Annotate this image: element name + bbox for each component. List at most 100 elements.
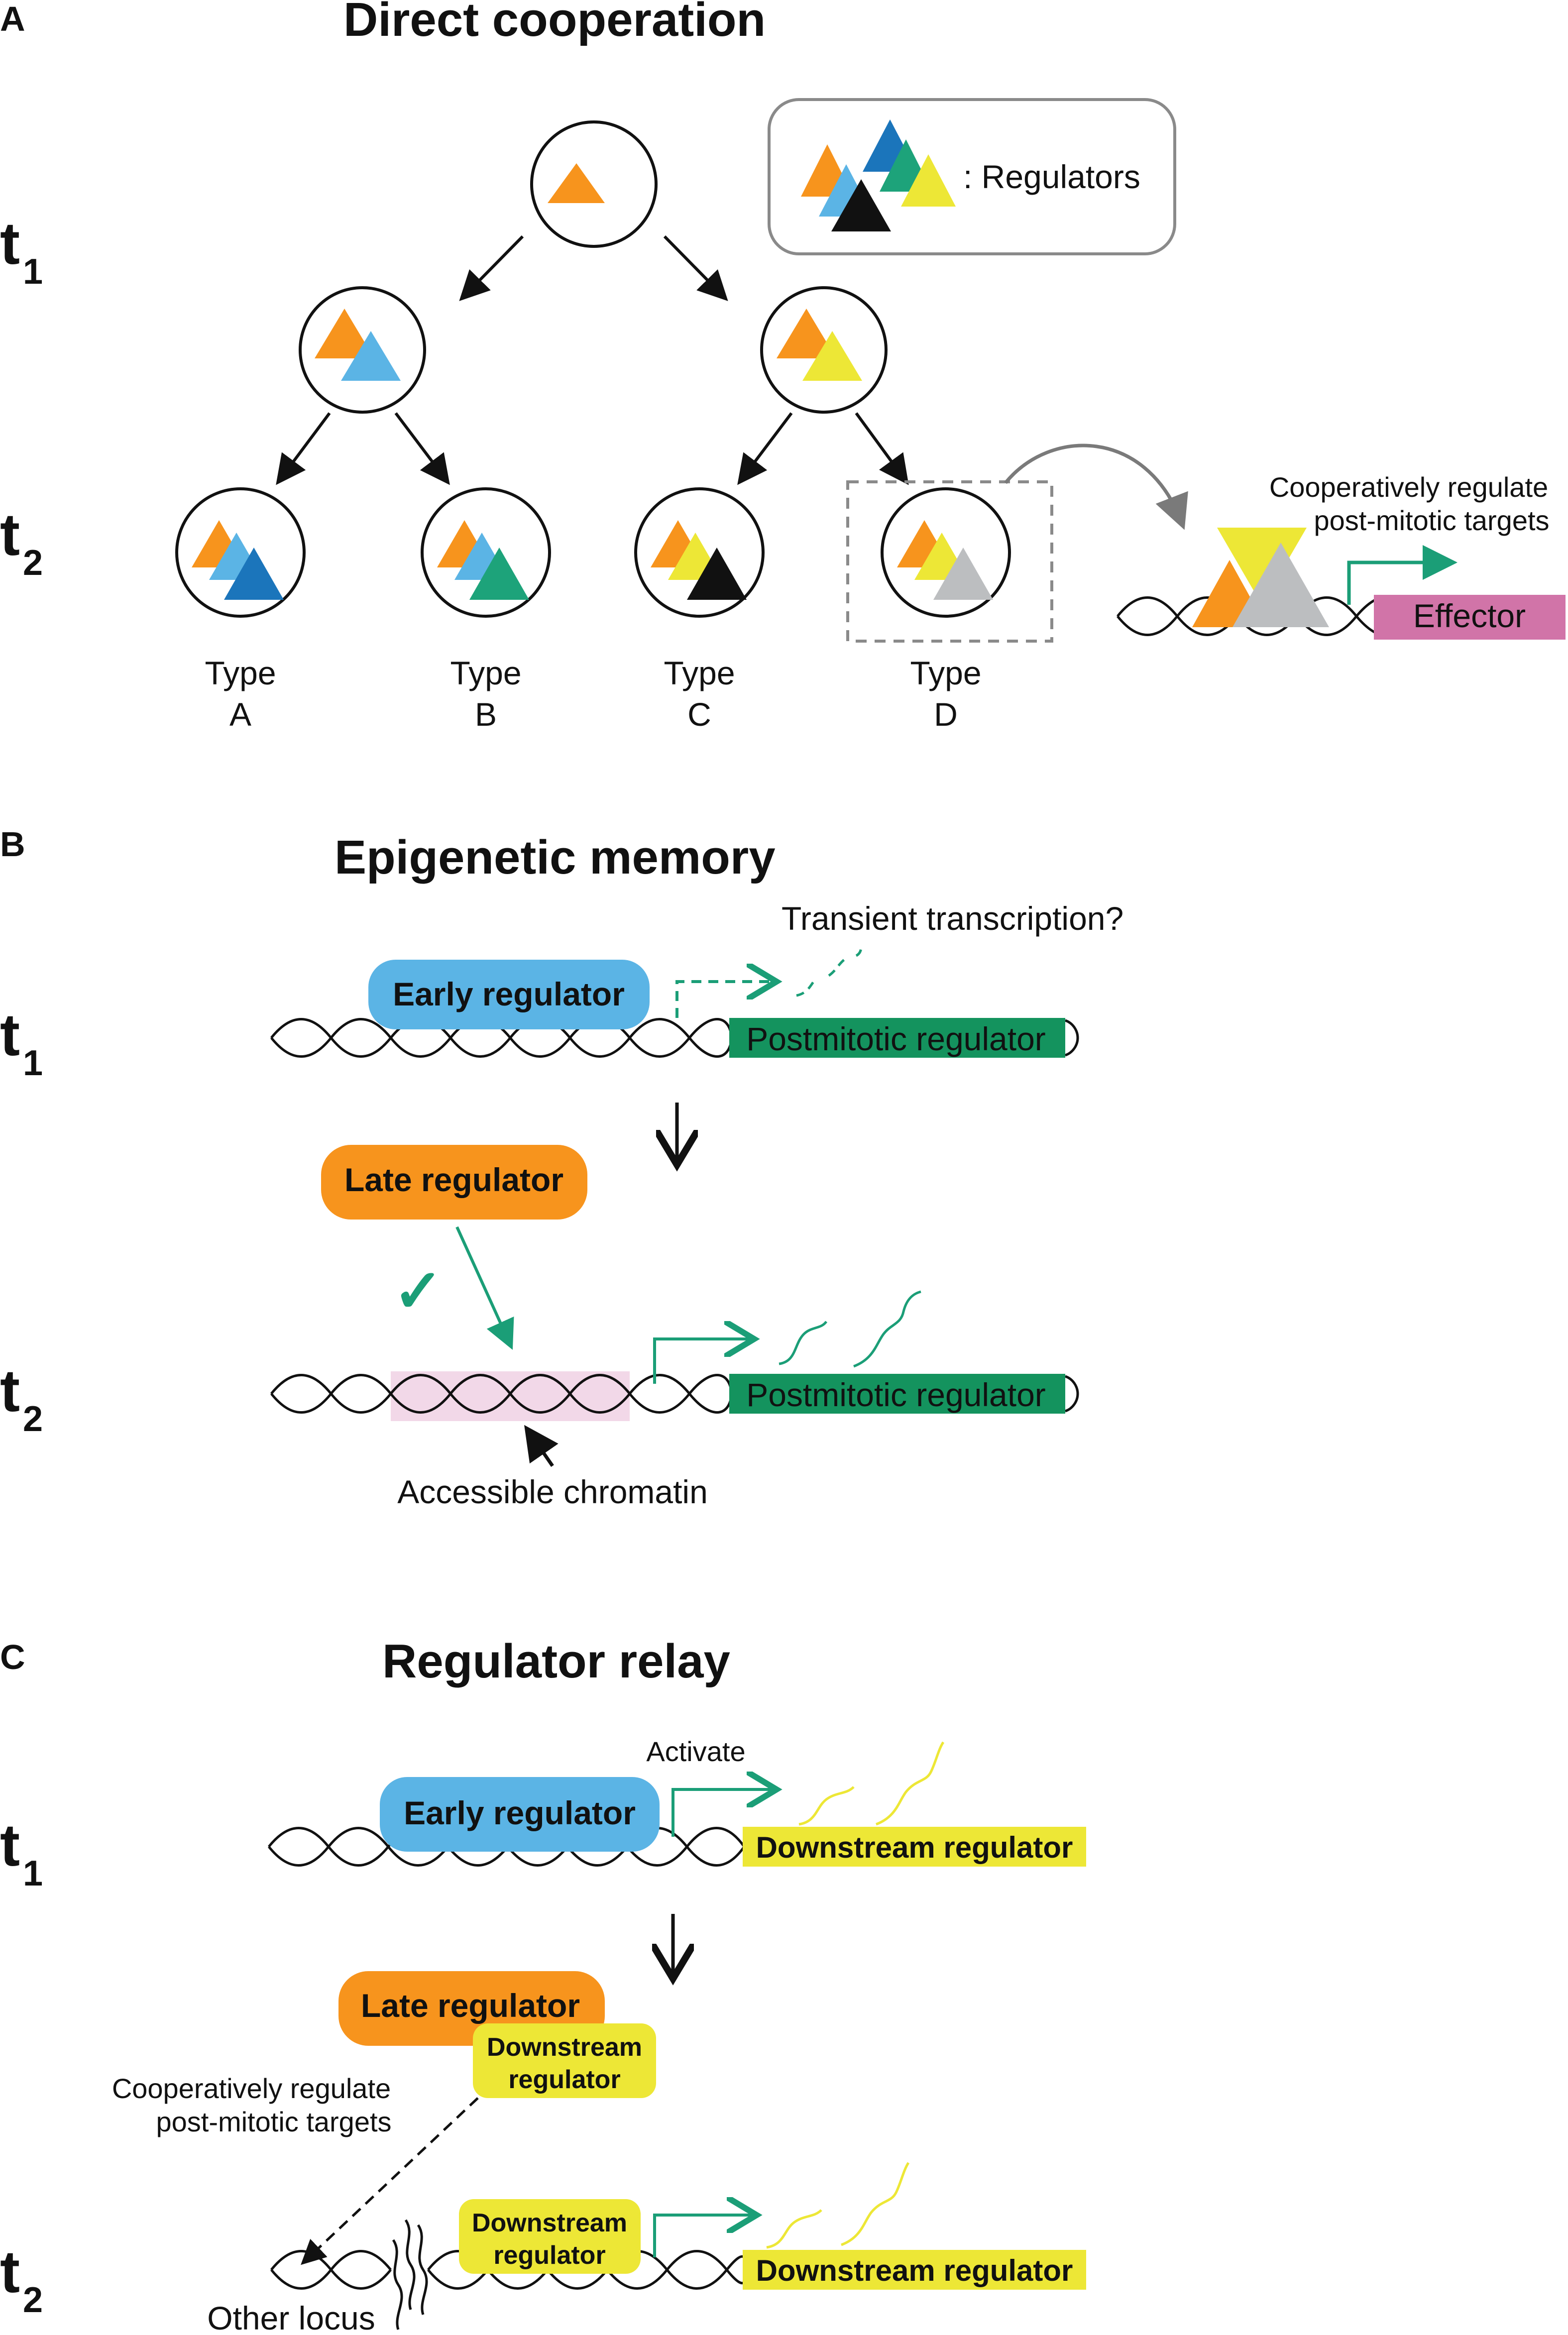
panel-a-title: Direct cooperation <box>343 0 766 46</box>
postmitotic-label-t2: Postmitotic regulator <box>746 1376 1046 1413</box>
cell-type-a <box>175 487 306 618</box>
downstream-gene-t2 <box>743 2250 1086 2290</box>
dark-blue-triangle-icon <box>224 548 284 600</box>
late-regulator-label: Late regulator <box>344 1161 563 1198</box>
postmitotic-gene-t1 <box>729 1018 1065 1058</box>
svg-text:2: 2 <box>23 1399 43 1439</box>
downstream-gene-t1 <box>743 1827 1086 1867</box>
progenitor-cell-left <box>299 286 426 414</box>
early-regulator-box-c <box>380 1777 660 1852</box>
black-triangle-icon <box>687 548 747 600</box>
green-triangle-icon <box>469 548 529 600</box>
panel-c: C Regulator relay t 1 t 2 Activate Early… <box>0 1635 1086 2335</box>
transcripts-c2 <box>766 2162 910 2249</box>
black-triangle-icon <box>831 179 891 231</box>
transcripts-b <box>779 1290 921 1368</box>
cell-type-b <box>421 487 551 618</box>
panel-a-letter: A <box>0 0 25 38</box>
yellow-triangle-icon <box>802 331 862 381</box>
orange-triangle-icon <box>548 163 605 203</box>
panel-c-letter: C <box>0 1638 25 1676</box>
svg-text:t: t <box>0 1357 20 1424</box>
accessible-chromatin-region <box>391 1371 630 1421</box>
dna-strand-b2 <box>270 1374 1079 1414</box>
type-b-line1: Type <box>450 655 521 691</box>
panel-c-title: Regulator relay <box>382 1635 730 1688</box>
transient-transcript <box>796 945 863 997</box>
svg-text:2: 2 <box>23 543 43 583</box>
dna-other-locus <box>270 2219 428 2330</box>
gray-regulator-icon <box>1232 543 1329 627</box>
type-d-line1: Type <box>910 655 981 691</box>
type-a-line1: Type <box>205 655 276 691</box>
lineage-arrows <box>276 235 909 485</box>
svg-text:1: 1 <box>23 1854 43 1893</box>
cell-type-d <box>846 480 1053 643</box>
t2-label-c: t 2 <box>0 2238 43 2320</box>
type-c-line2: C <box>687 696 711 733</box>
zoom-arrow <box>1004 444 1188 530</box>
downstream-label-t2: Downstream regulator <box>756 2254 1073 2287</box>
postmitotic-label-t1: Postmitotic regulator <box>746 1020 1046 1057</box>
svg-text:t: t <box>0 1812 20 1879</box>
panel-b: B Epigenetic memory t 1 t 2 Transient tr… <box>0 825 1123 1510</box>
early-regulator-label: Early regulator <box>393 976 625 1012</box>
legend-label: : Regulators <box>963 158 1140 195</box>
t1-label-c: t 1 <box>0 1812 43 1893</box>
svg-text:2: 2 <box>23 2280 43 2320</box>
downstream-regulator-bound <box>459 2199 641 2274</box>
activate-arrow <box>672 1789 777 1837</box>
panel-a-note-line2: post-mitotic targets <box>1314 505 1549 536</box>
yellow-regulator-icon <box>1217 528 1307 605</box>
panel-c-note-line2: post-mitotic targets <box>156 2106 391 2137</box>
postmitotic-gene-t2 <box>729 1374 1065 1414</box>
svg-text:1: 1 <box>23 252 43 292</box>
t2-label-b: t 2 <box>0 1357 43 1439</box>
root-cell <box>530 120 658 248</box>
panel-b-letter: B <box>0 825 25 864</box>
svg-text:1: 1 <box>23 1043 43 1083</box>
downstream-bound-line1: Downstream <box>472 2209 627 2237</box>
panel-c-note-line1: Cooperatively regulate <box>112 2073 391 2104</box>
panel-a-note-line1: Cooperatively regulate <box>1269 471 1548 503</box>
other-locus-arrow <box>301 2097 479 2265</box>
effector-gene <box>1374 595 1566 640</box>
yellow-triangle-icon <box>901 154 956 207</box>
transcripts-c1 <box>798 1741 945 1826</box>
downstream-label-t1: Downstream regulator <box>756 1831 1073 1864</box>
type-c-line1: Type <box>664 655 735 691</box>
type-a-line2: A <box>229 696 251 733</box>
t2-label-a: t 2 <box>0 501 43 583</box>
transcription-arrow <box>1347 545 1457 605</box>
light-blue-triangle-icon <box>341 331 401 381</box>
panel-b-title: Epigenetic memory <box>335 831 776 884</box>
transcription-arrow-b <box>653 1339 754 1384</box>
cell-type-c <box>634 487 765 618</box>
t1-label-a: t 1 <box>0 210 43 292</box>
check-icon: ✓ <box>393 1258 444 1325</box>
svg-text:t: t <box>0 2238 20 2305</box>
type-b-line2: B <box>475 696 497 733</box>
regulators-legend: : Regulators <box>768 98 1176 255</box>
downstream-complex-line2: regulator <box>508 2065 620 2094</box>
dna-strand-b1 <box>270 1018 1079 1058</box>
type-d-line2: D <box>934 696 958 733</box>
accessible-chromatin-label: Accessible chromatin <box>397 1473 708 1510</box>
early-regulator-label-c: Early regulator <box>404 1794 636 1831</box>
orange-triangle-icon <box>315 309 374 358</box>
self-activation-arrow <box>653 2215 757 2257</box>
svg-text:t: t <box>0 1001 20 1068</box>
effector-label: Effector <box>1413 597 1526 634</box>
other-locus-label: Other locus <box>207 2300 375 2335</box>
svg-text:t: t <box>0 210 20 277</box>
early-regulator-box <box>368 960 650 1029</box>
progenitor-cell-right <box>760 286 888 414</box>
late-regulator-label-c: Late regulator <box>361 1987 580 2024</box>
late-regulator-box <box>321 1145 587 1220</box>
downstream-regulator-complex <box>473 2023 656 2098</box>
transient-transcription-label: Transient transcription? <box>782 900 1123 937</box>
svg-text:t: t <box>0 501 20 568</box>
downstream-bound-line2: regulator <box>493 2241 605 2270</box>
accessible-pointer <box>524 1425 559 1467</box>
